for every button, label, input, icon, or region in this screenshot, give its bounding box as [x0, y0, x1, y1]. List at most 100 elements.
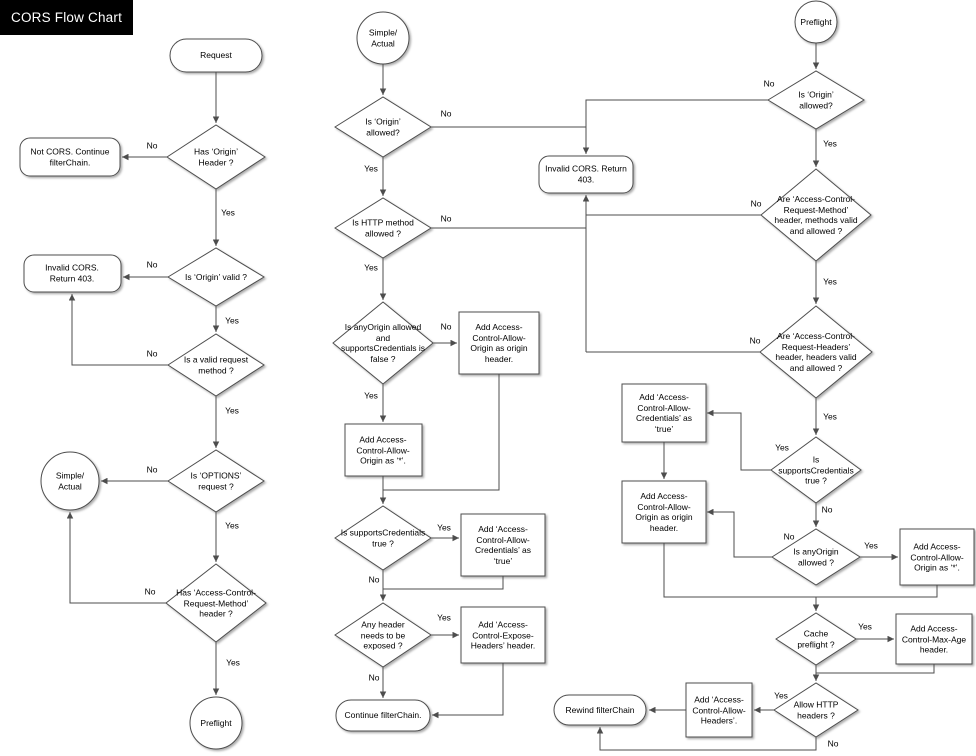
node-add-expose-headers: Add ‘Access-Control-Expose-Headers’ head…	[470, 619, 536, 651]
shape-add-origin-star-3	[899, 528, 975, 586]
shape-continue-filterchain	[335, 699, 431, 732]
node-invalid-cors-1: Invalid CORS. Return 403.	[45, 262, 99, 284]
shape-invalid-cors-1	[23, 254, 122, 293]
shape-add-origin-header-3	[621, 480, 707, 544]
edge-anyorigin3-no	[707, 508, 772, 558]
edge-supports-cred3-yes	[707, 409, 771, 471]
edge-label-no: No	[783, 531, 795, 542]
edge-label-yes: Yes	[823, 138, 837, 149]
node-preflight-1: Preflight	[200, 717, 232, 728]
edge-label-no: No	[440, 108, 452, 119]
node-acrh-valid: Are ‘Access-Control-Request-Headers’ hea…	[775, 331, 857, 373]
chart-title: CORS Flow Chart	[0, 0, 134, 35]
node-cache-preflight: Cache preflight ?	[797, 628, 835, 650]
edge-label-yes: Yes	[823, 411, 837, 422]
node-supports-credentials-2: Is supportsCredentials true ?	[340, 527, 426, 549]
edge-label-yes: Yes	[437, 612, 451, 623]
shape-not-cors	[19, 137, 121, 177]
node-simple-actual-2: Simple/ Actual	[368, 27, 398, 49]
node-anyorigin-allowed: Is anyOrigin allowed ?	[793, 546, 839, 568]
edge-expose-to-continue	[432, 663, 504, 719]
edge-label-no: No	[827, 738, 839, 749]
shape-acrm-valid	[760, 168, 872, 262]
node-origin-allowed-3: Is ‘Origin’ allowed?	[798, 89, 834, 111]
edge-label-yes: Yes	[775, 442, 789, 453]
node-anyorigin-credentials: Is anyOrigin allowed and supportsCredent…	[340, 322, 426, 364]
node-origin-allowed-2: Is ‘Origin’ allowed?	[365, 116, 401, 138]
node-continue-filterchain: Continue filterChain.	[344, 709, 422, 720]
node-request: Request	[200, 49, 232, 60]
node-is-valid-method: Is a valid request method ?	[183, 354, 249, 376]
edge-label-yes: Yes	[858, 621, 872, 632]
node-not-cors: Not CORS. Continue filterChain.	[30, 146, 110, 168]
node-acrm-valid: Are ‘Access-Control-Request-Method’ head…	[774, 194, 858, 236]
shape-add-allow-headers	[685, 682, 753, 738]
edge-label-yes: Yes	[364, 262, 378, 273]
shape-origin-allowed-3	[767, 70, 865, 130]
edge-label-yes: Yes	[225, 315, 239, 326]
node-allow-http-headers: Allow HTTP headers ?	[793, 699, 839, 721]
node-has-acrm-header: Has ‘Access-Control-Request-Method’ head…	[176, 587, 256, 619]
shape-has-acrm-header	[165, 563, 267, 643]
edge-label-no: No	[146, 140, 158, 151]
edge-label-no: No	[440, 213, 452, 224]
edge-label-no: No	[146, 464, 158, 475]
node-is-origin-valid: Is ‘Origin’ valid ?	[184, 271, 248, 282]
edge-label-yes: Yes	[221, 207, 235, 218]
node-add-origin-header-2: Add Access-Control-Allow-Origin as origi…	[470, 322, 528, 364]
edge-star3-merge	[816, 585, 938, 598]
edge-label-yes: Yes	[225, 520, 239, 531]
node-add-max-age: Add Access-Control-Max-Age header.	[901, 623, 967, 655]
node-has-origin-header: Has ‘Origin’ Header ?	[194, 146, 238, 168]
shape-allow-http-headers	[773, 682, 859, 738]
shape-add-expose-headers	[460, 606, 546, 664]
edge-label-yes: Yes	[774, 690, 788, 701]
edge-label-yes: Yes	[864, 540, 878, 551]
node-preflight-3: Preflight	[800, 16, 832, 27]
shape-add-credentials-2	[460, 513, 546, 577]
node-add-origin-star-2: Add Access-Control-Allow-Origin as ‘*’.	[356, 434, 410, 466]
shape-add-max-age	[895, 613, 973, 665]
edge-label-yes: Yes	[437, 522, 451, 533]
edge-origin-allowed3-no	[582, 99, 768, 154]
shape-invalid-cors-2	[538, 155, 634, 194]
shape-is-valid-method	[167, 333, 265, 397]
edge-label-no: No	[146, 259, 158, 270]
shape-supports-credentials-3	[770, 436, 862, 504]
node-add-credentials-2: Add ‘Access-Control-Allow-Credentials’ a…	[475, 524, 531, 566]
edge-acrm-no	[66, 512, 166, 604]
edge-label-no: No	[749, 335, 761, 346]
node-any-header-exposed: Any header needs to be exposed ?	[360, 619, 406, 651]
edge-label-yes: Yes	[364, 390, 378, 401]
shape-add-credentials-3	[621, 383, 707, 443]
edge-label-yes: Yes	[225, 405, 239, 416]
node-method-allowed: Is HTTP method allowed ?	[352, 217, 414, 239]
shape-acrh-valid	[759, 305, 873, 399]
shape-rewind-filterchain	[553, 694, 647, 726]
node-add-credentials-3: Add ‘Access-Control-Allow-Credentials’ a…	[636, 392, 692, 434]
edge-valid-method-no	[68, 294, 168, 366]
edge-label-yes: Yes	[364, 163, 378, 174]
node-supports-credentials-3: Is supportsCredentials true ?	[778, 454, 854, 486]
edge-label-yes: Yes	[823, 276, 837, 287]
edge-label-no: No	[440, 321, 452, 332]
shape-is-origin-valid	[167, 247, 265, 307]
edge-label-no: No	[763, 78, 775, 89]
node-is-options-request: Is ‘OPTIONS’ request ?	[190, 470, 242, 492]
edge-label-no: No	[750, 198, 762, 209]
node-simple-actual-1: Simple/ Actual	[55, 470, 85, 492]
edge-label-no: No	[146, 348, 158, 359]
edge-origin-header-to-cache	[663, 543, 820, 611]
shape-has-origin-header	[166, 124, 266, 190]
edge-label-yes: Yes	[226, 657, 240, 668]
edge-label-no: No	[821, 504, 833, 515]
edge-label-no: No	[368, 574, 380, 585]
node-add-origin-star-3: Add Access-Control-Allow-Origin as ‘*’.	[910, 541, 964, 573]
node-invalid-cors-2: Invalid CORS. Return 403.	[545, 163, 627, 185]
edge-allow-headers-no	[596, 727, 817, 751]
shape-add-origin-header-2	[458, 311, 540, 375]
shape-add-origin-star-2	[344, 423, 423, 477]
edge-label-no: No	[368, 672, 380, 683]
